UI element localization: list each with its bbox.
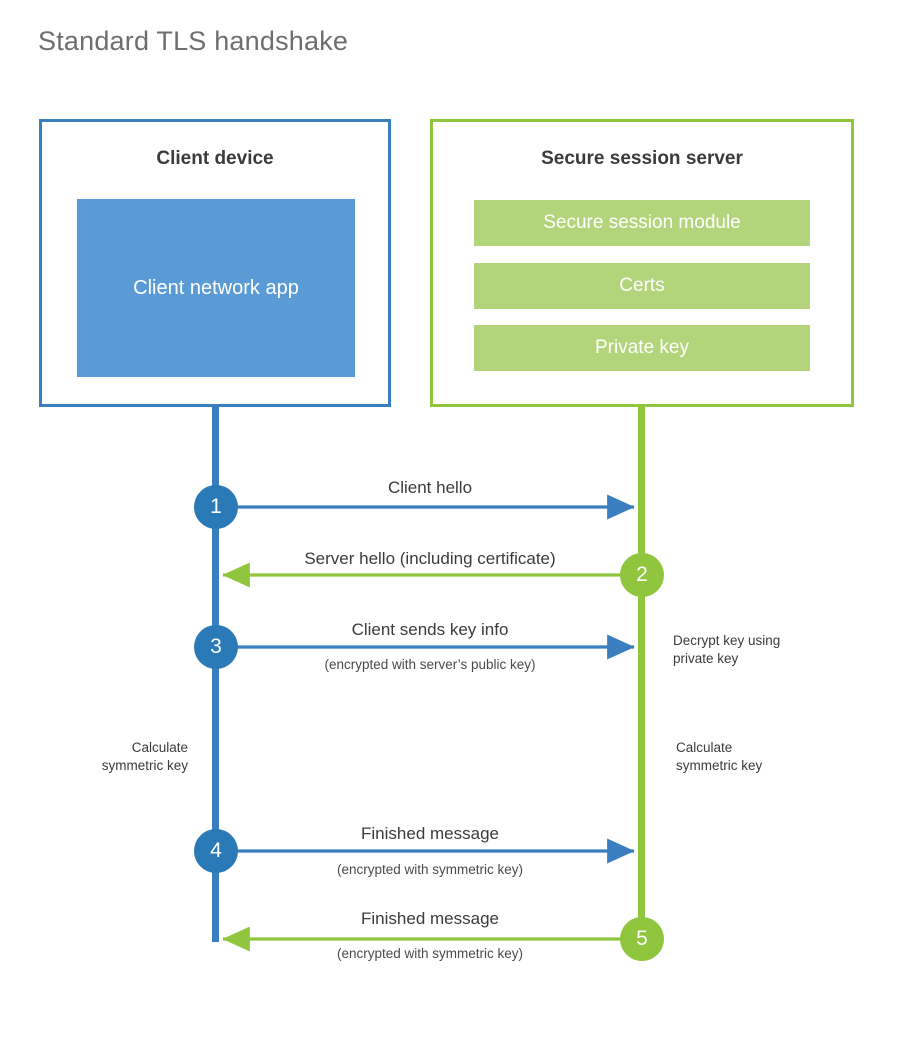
step-marker-2: 2: [620, 553, 664, 597]
message-sublabel-4: (encrypted with symmetric key): [336, 862, 524, 877]
note-calculate-symmetric-key-server: Calculate symmetric key: [676, 739, 762, 775]
note-decrypt-key: Decrypt key using private key: [673, 632, 780, 668]
client-lifeline: [212, 406, 219, 942]
server-lifeline: [638, 406, 645, 942]
note-calculate-symmetric-key-client: Calculate symmetric key: [20, 739, 188, 775]
message-label-1: Client hello: [387, 478, 473, 497]
message-label-4: Finished message: [361, 824, 499, 843]
client-device-title: Client device: [156, 148, 274, 169]
note-line: symmetric key: [676, 758, 763, 773]
step-number: 5: [636, 927, 648, 950]
server-component-secure-session-module: Secure session module: [474, 200, 810, 246]
step-number: 2: [636, 563, 648, 586]
server-component-label: Secure session module: [543, 212, 741, 233]
server-component-label: Certs: [619, 275, 665, 296]
message-label-2: Server hello (including certificate): [304, 549, 556, 568]
server-component-private-key: Private key: [474, 325, 810, 371]
message-sublabel-5: (encrypted with symmetric key): [336, 946, 524, 961]
step-number: 3: [210, 635, 222, 658]
page-title: Standard TLS handshake: [38, 26, 349, 56]
client-network-app-block: Client network app: [77, 199, 355, 377]
step-marker-3: 3: [194, 625, 238, 669]
note-line: private key: [673, 651, 739, 666]
note-line: Calculate: [131, 740, 188, 755]
note-line: symmetric key: [101, 758, 188, 773]
secure-session-server-title: Secure session server: [541, 148, 743, 169]
note-line: Calculate: [676, 740, 733, 755]
step-marker-4: 4: [194, 829, 238, 873]
step-number: 1: [210, 495, 222, 518]
step-number: 4: [210, 839, 222, 862]
message-label-3: Client sends key info: [351, 620, 509, 639]
note-line: Decrypt key using: [673, 633, 781, 648]
client-network-app-label: Client network app: [133, 277, 299, 299]
step-marker-5: 5: [620, 917, 664, 961]
step-marker-1: 1: [194, 485, 238, 529]
server-component-label: Private key: [595, 337, 689, 358]
message-label-5: Finished message: [361, 909, 499, 928]
server-component-certs: Certs: [474, 263, 810, 309]
message-sublabel-3: (encrypted with server’s public key): [324, 657, 536, 672]
